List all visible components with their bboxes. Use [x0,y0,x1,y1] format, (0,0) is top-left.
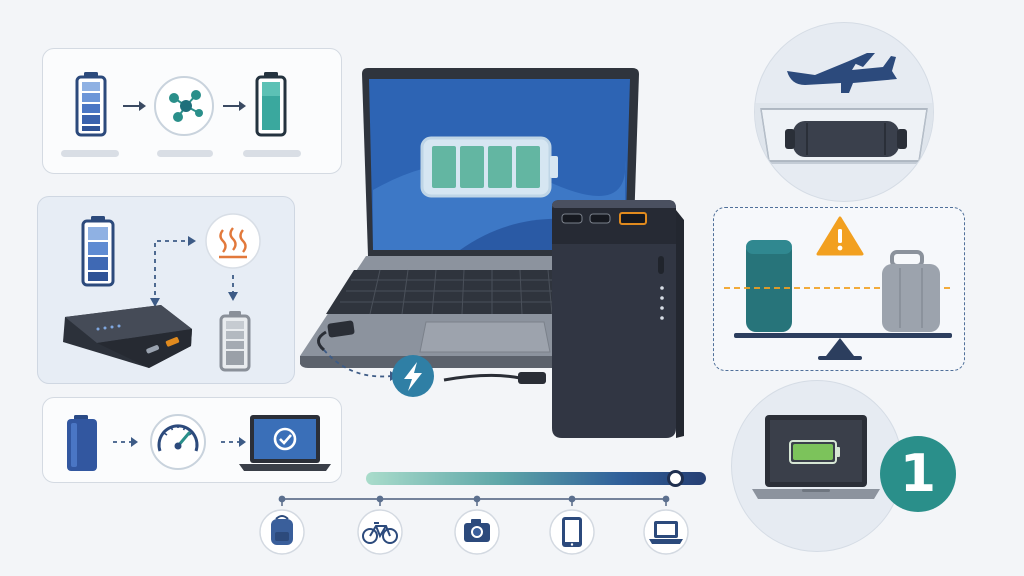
battery-blue-icon [75,72,107,137]
capacity-scale [259,495,689,555]
result-graphic [752,415,880,499]
power-bank-tall-icon [746,240,792,332]
bicycle-icon [357,509,403,555]
airplane-icon [787,53,897,93]
fast-charge-graphic [67,414,331,471]
backpack-icon [259,509,305,555]
fast-charge-panel [42,397,342,483]
carry-on-luggage-icon [755,103,933,164]
suitcase-icon [882,250,940,332]
arrow-right-icon [223,101,246,111]
battery-blue-icon [81,216,115,287]
camera-icon [454,509,500,555]
battery-gray-icon [219,311,251,372]
tablet-icon [549,509,595,555]
molecule-icon [154,76,214,136]
balance-scale-icon [734,333,952,360]
speedometer-icon [150,414,206,470]
laptop-icon [643,509,689,555]
charging-process-panel [42,48,342,174]
weight-compare-graphic [724,216,952,360]
power-bank-icon [63,305,192,368]
warning-icon [816,216,864,256]
number-badge: 1 [880,436,956,512]
travel-circle [754,22,934,202]
heat-warning-panel [37,196,295,384]
weight-compare-panel [713,207,965,371]
number-badge-text: 1 [899,444,937,504]
bolt-icon [392,355,434,397]
arrow-right-icon [123,101,146,111]
capacity-slider-track[interactable] [366,472,706,485]
heat-waves-icon [205,213,261,269]
charging-process-graphic [75,72,287,137]
battery-teal-icon [255,72,287,137]
capacity-slider-thumb[interactable] [666,470,684,487]
center-illustration [300,68,684,438]
laptop-green-battery-icon [752,415,880,499]
battery-navy-icon [67,415,97,471]
result-circle [731,380,903,552]
power-bank-large-icon [552,200,684,438]
travel-graphic [755,53,933,164]
heat-warning-graphic [63,213,261,372]
laptop-check-icon [239,415,331,471]
